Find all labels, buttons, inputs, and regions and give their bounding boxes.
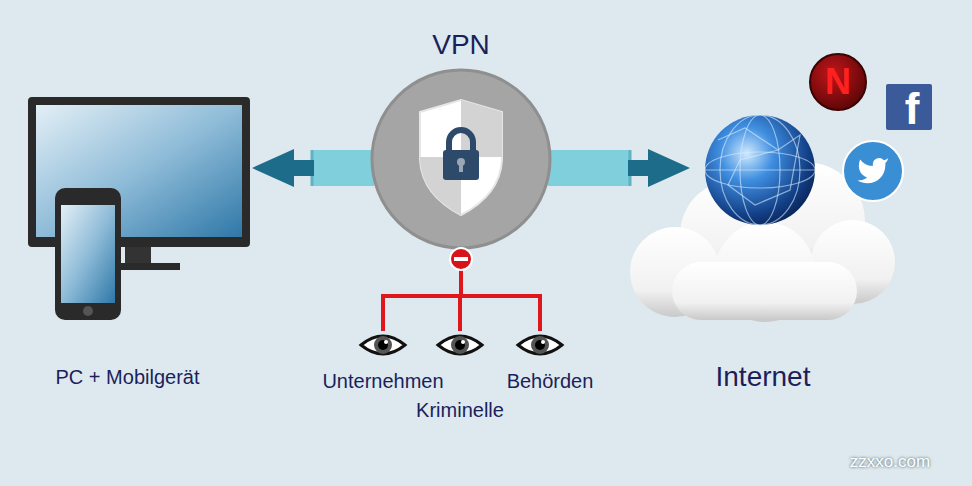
arrow-head [628, 149, 690, 187]
lock-shackle [449, 130, 473, 152]
tunnel-tube [312, 150, 374, 186]
node-heading: VPN [370, 28, 552, 62]
eye-outline [438, 336, 482, 354]
twitter-icon [843, 141, 903, 201]
globe [705, 115, 815, 225]
vpn-node: VPN [370, 28, 552, 250]
node-label: Kriminelle [400, 398, 520, 422]
eye-highlight [541, 340, 545, 344]
eye-highlight [384, 340, 388, 344]
eye-outline [518, 336, 562, 354]
network-lines [718, 128, 800, 205]
watermark: zzxxo.com [826, 451, 954, 473]
cloud-base [672, 262, 857, 320]
tunnel-tube [548, 150, 630, 186]
surveillance-line [383, 250, 461, 331]
phone-body [55, 188, 121, 320]
observer-eye: Behörden [490, 332, 610, 394]
observer-eye: Unternehmen [318, 332, 448, 394]
eye-outline [361, 336, 405, 354]
eye-icon [361, 336, 405, 354]
device-illustration: PC + Mobilgerät [25, 95, 250, 395]
globe-grid [705, 115, 815, 225]
arrow-head [252, 149, 314, 187]
internet-node: Internet [690, 60, 940, 400]
block-symbol [450, 248, 472, 270]
monitor-neck [125, 247, 151, 265]
tunnel-arrow [548, 149, 690, 187]
red-line [461, 250, 540, 331]
shield [420, 100, 502, 215]
eye-iris [374, 336, 392, 354]
eye-icon [438, 336, 482, 354]
surveillance-line [461, 250, 540, 331]
lock-body [443, 150, 479, 180]
tunnel-arrow [252, 149, 374, 187]
eye-iris [451, 336, 469, 354]
node-label: Internet [690, 360, 836, 394]
eye-highlight [461, 340, 465, 344]
parallel [705, 152, 815, 188]
node-label: PC + Mobilgerät [25, 365, 250, 389]
eye-pupil [535, 340, 545, 350]
eye-iris [531, 336, 549, 354]
node-label: Unternehmen [318, 369, 448, 393]
observer-eye: Kriminelle [400, 332, 520, 422]
block-dash [454, 257, 468, 261]
keyhole [459, 163, 463, 172]
eye-pupil [378, 340, 388, 350]
twitter-bird [857, 158, 888, 183]
netflix-letter: N [818, 60, 858, 104]
phone-button [83, 306, 93, 316]
phone-screen [61, 205, 115, 303]
facebook-letter: f [892, 84, 932, 134]
eye-pupil [455, 340, 465, 350]
node-label: Behörden [490, 369, 610, 393]
red-line [383, 250, 461, 331]
eye-icon [518, 336, 562, 354]
equator [705, 169, 815, 170]
vpn-circle [372, 70, 550, 248]
netflix-icon [810, 54, 866, 110]
